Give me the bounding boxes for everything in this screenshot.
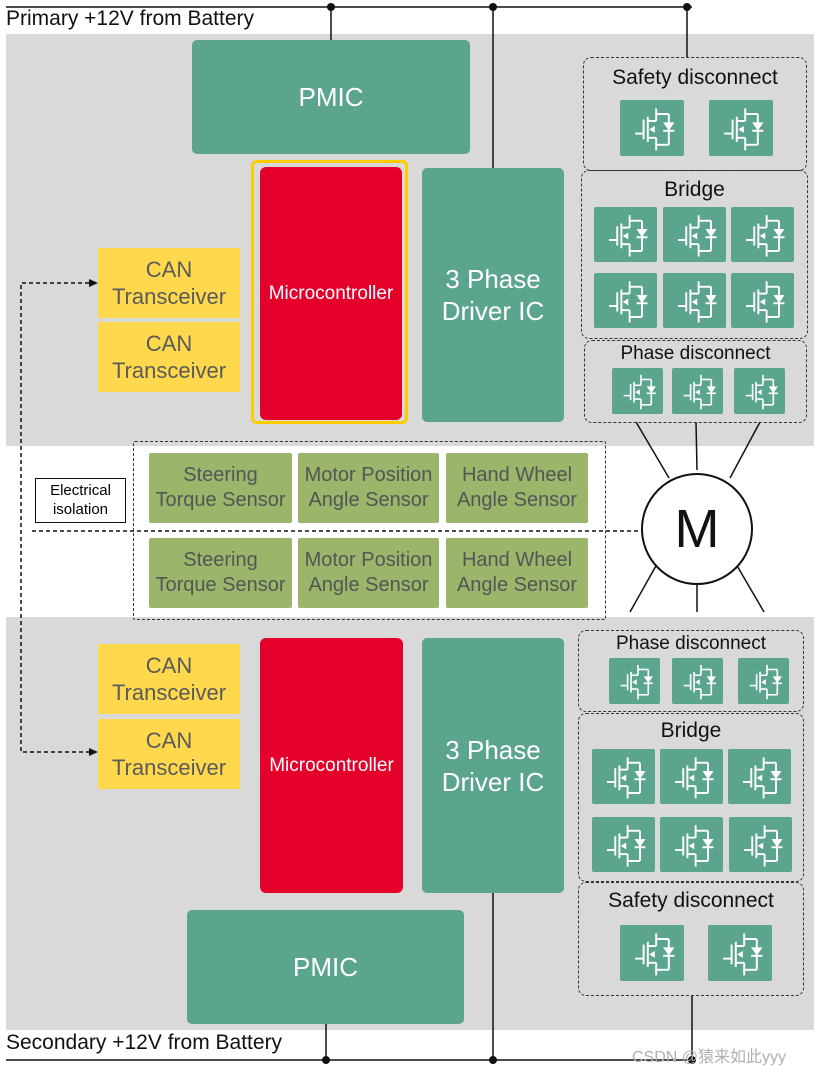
top-pmic: PMIC	[192, 40, 470, 154]
motor-position-angle-sensor-2: Motor Position Angle Sensor	[298, 538, 439, 608]
bottom-can-transceiver-2: CAN Transceiver	[98, 719, 240, 789]
bottom-pmic: PMIC	[187, 910, 464, 1024]
mosfet-icon	[672, 658, 723, 704]
sensor-cluster	[133, 441, 606, 620]
top-can-transceiver-2: CAN Transceiver	[98, 322, 240, 392]
mosfet-icon	[731, 207, 794, 262]
bottom-safety-disconnect-title: Safety disconnect	[608, 889, 774, 912]
hand-wheel-angle-sensor-2: Hand Wheel Angle Sensor	[446, 538, 588, 608]
mosfet-icon	[620, 100, 684, 156]
mosfet-icon	[612, 368, 663, 414]
mosfet-icon	[620, 925, 684, 981]
mosfet-icon	[609, 658, 660, 704]
motor: M	[641, 473, 753, 585]
top-can-transceiver-1: CAN Transceiver	[98, 248, 240, 318]
bottom-phase-disconnect-group	[578, 630, 804, 712]
bottom-bridge-group	[578, 713, 804, 882]
top-microcontroller-highlight	[251, 160, 408, 424]
top-bridge-group	[581, 170, 808, 339]
mosfet-icon	[734, 368, 785, 414]
mosfet-icon	[731, 273, 794, 328]
mosfet-icon	[709, 100, 773, 156]
mosfet-icon	[738, 658, 789, 704]
steering-torque-sensor-2: Steering Torque Sensor	[149, 538, 292, 608]
mosfet-icon	[708, 925, 772, 981]
primary-power-label: Primary +12V from Battery	[6, 7, 254, 30]
mosfet-icon	[592, 817, 655, 872]
mosfet-icon	[672, 368, 723, 414]
motor-position-angle-sensor-1: Motor Position Angle Sensor	[298, 453, 439, 523]
bottom-can-transceiver-1: CAN Transceiver	[98, 644, 240, 714]
mosfet-icon	[729, 817, 792, 872]
mosfet-icon	[728, 749, 791, 804]
bottom-bridge-title: Bridge	[660, 719, 722, 742]
motor-label: M	[674, 499, 720, 559]
top-safety-disconnect-title: Safety disconnect	[612, 66, 778, 89]
bottom-safety-disconnect-group	[578, 882, 804, 996]
steering-torque-sensor-1: Steering Torque Sensor	[149, 453, 292, 523]
mosfet-icon	[592, 749, 655, 804]
top-microcontroller: Microcontroller	[260, 167, 402, 420]
bottom-microcontroller: Microcontroller	[260, 638, 403, 893]
watermark: CSDN @猿来如此yyy	[632, 1049, 787, 1066]
mosfet-icon	[663, 273, 726, 328]
electrical-isolation-label: Electrical isolation	[35, 478, 126, 523]
hand-wheel-angle-sensor-1: Hand Wheel Angle Sensor	[446, 453, 588, 523]
top-phase-disconnect-group	[584, 340, 807, 423]
bottom-3-phase-driver-ic: 3 Phase Driver IC	[422, 638, 564, 893]
top-bridge-title: Bridge	[664, 178, 725, 201]
mosfet-icon	[594, 273, 657, 328]
bottom-phase-disconnect-title: Phase disconnect	[616, 633, 766, 654]
mosfet-icon	[594, 207, 657, 262]
top-3-phase-driver-ic: 3 Phase Driver IC	[422, 168, 564, 422]
mosfet-icon	[663, 207, 726, 262]
top-phase-disconnect-title: Phase disconnect	[620, 343, 771, 364]
mosfet-icon	[660, 817, 723, 872]
secondary-power-label: Secondary +12V from Battery	[6, 1031, 283, 1054]
mosfet-icon	[660, 749, 723, 804]
